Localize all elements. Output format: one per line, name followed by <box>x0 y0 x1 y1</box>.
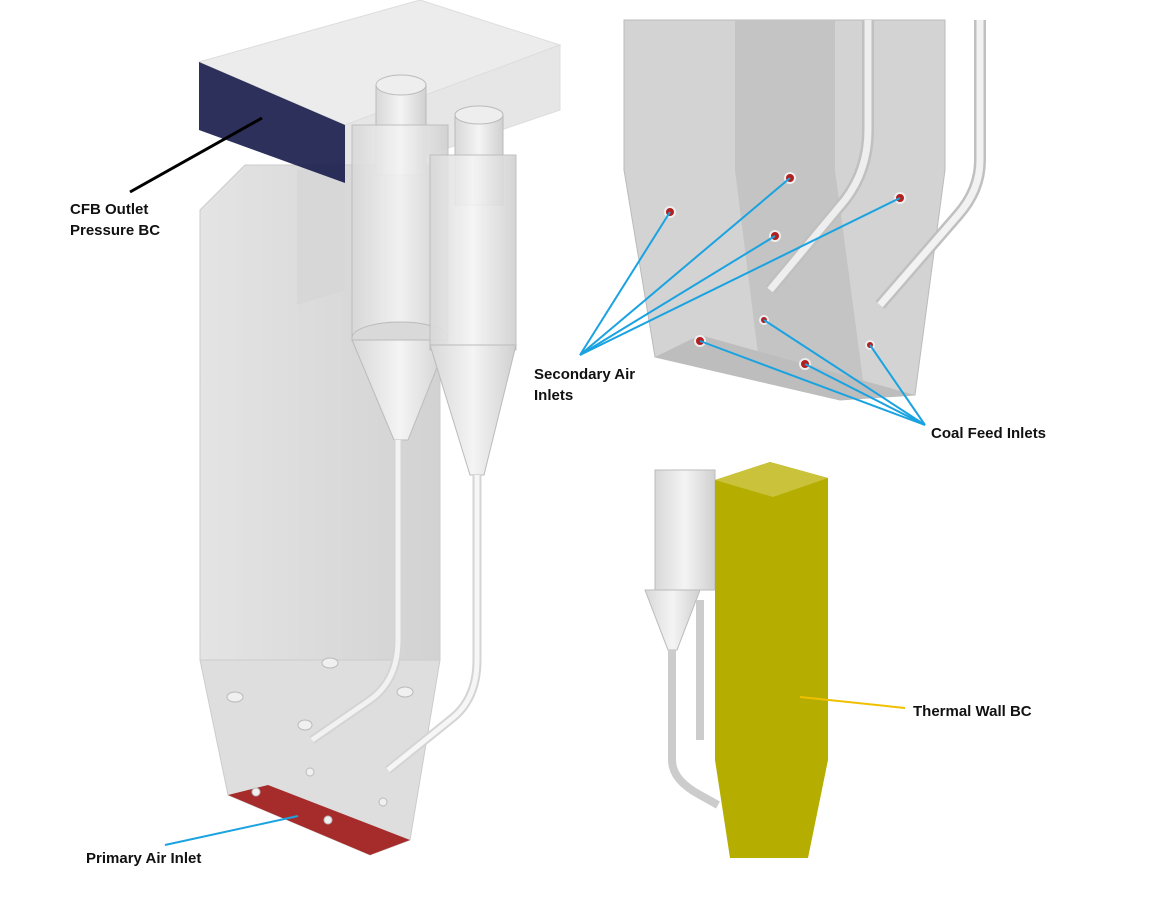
secondary-air-label-line2: Inlets <box>534 387 574 404</box>
coal-feed-label: Coal Feed Inlets <box>931 425 1047 442</box>
lower-riser-closeup <box>623 19 986 401</box>
cfb-outlet-label-line2: Pressure BC <box>70 222 161 239</box>
cfb-outlet-label: CFB Outlet Pressure BC <box>70 199 160 241</box>
secondary-air-leader-lines <box>579 177 901 356</box>
thermal-wall-leader-line <box>799 696 906 709</box>
thermal-wall-view <box>644 462 828 858</box>
secondary-air-label-line1: Secondary Air <box>534 366 636 383</box>
cyclone-1 <box>309 74 449 744</box>
primary-air-inlet-face <box>228 785 410 855</box>
cyclone-2 <box>385 105 517 774</box>
primary-air-label: Primary Air Inlet <box>86 850 202 867</box>
outlet-leader-line <box>129 116 263 194</box>
coal-feed-leader-lines <box>699 319 926 426</box>
riser-upper-box <box>297 160 345 305</box>
primary-air-leader-line <box>164 815 299 846</box>
full-cfb-model <box>197 0 562 856</box>
outlet-pressure-face <box>199 62 345 183</box>
small-inlet-ports <box>226 657 414 825</box>
secondary-air-label: Secondary Air Inlets <box>534 364 635 406</box>
thermal-wall-face <box>715 462 828 858</box>
thermal-wall-label: Thermal Wall BC <box>913 703 1032 720</box>
cfb-outlet-label-line1: CFB Outlet <box>70 201 149 218</box>
